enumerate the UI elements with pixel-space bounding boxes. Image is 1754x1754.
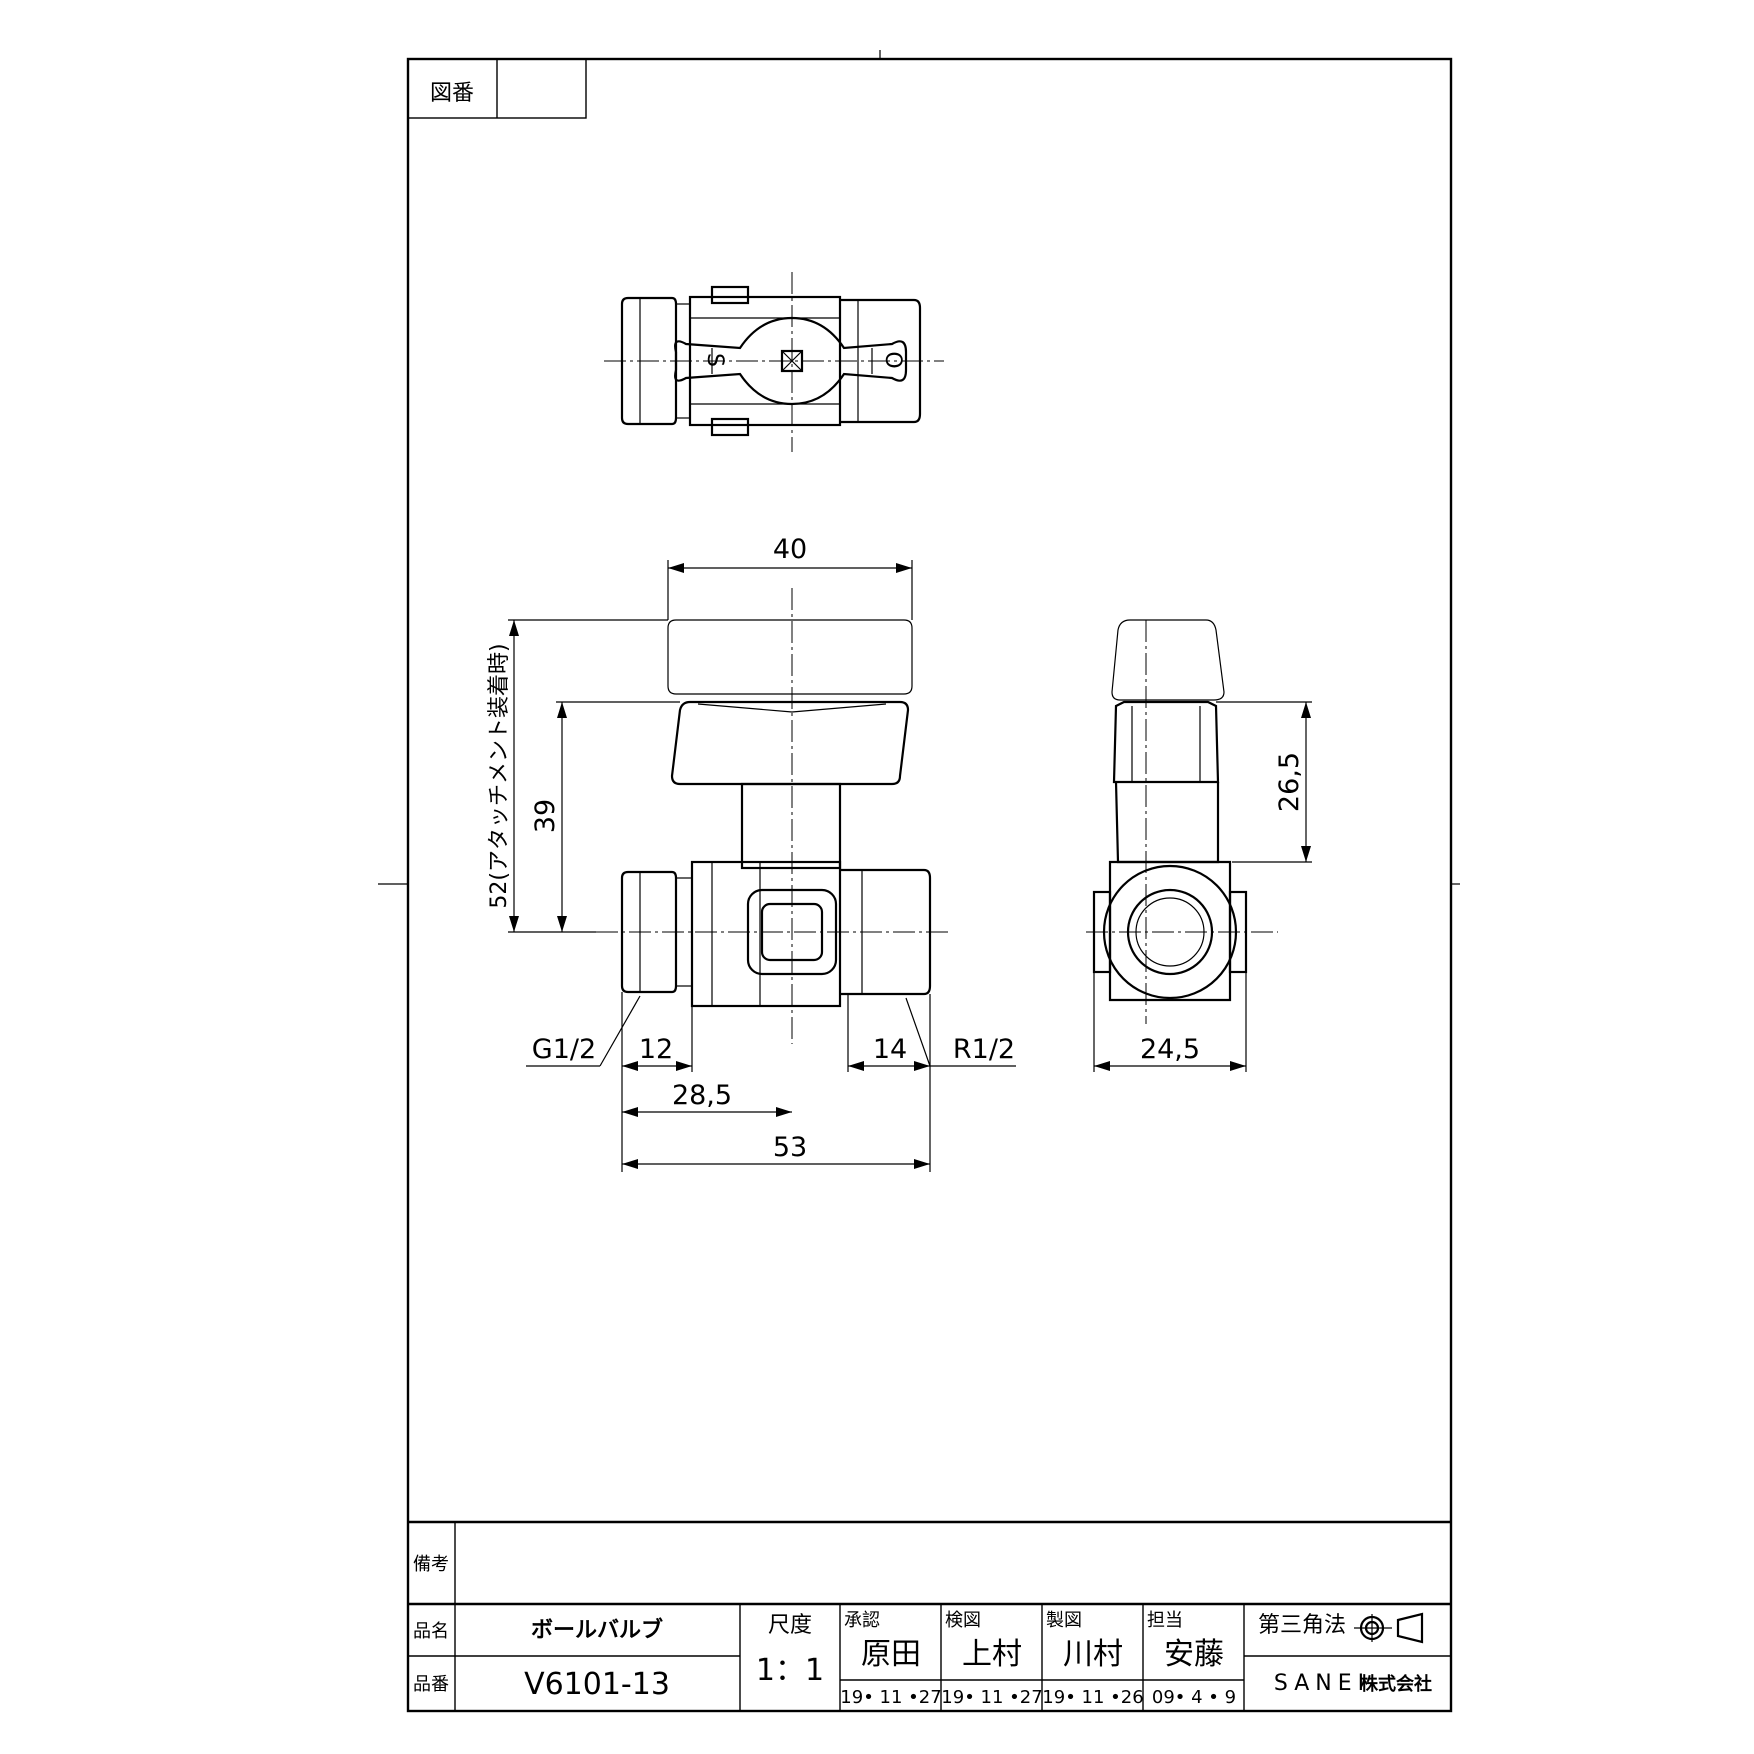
title-block: 備考 品名 ボールバルブ 品番 V6101-13 尺度 1：1 承認 原田 19… — [408, 1520, 1451, 1711]
draft-role: 製図 — [1046, 1610, 1082, 1631]
company-suffix: 株式会社 — [1360, 1673, 1432, 1695]
draft-name: 川村 — [1063, 1637, 1123, 1672]
approval-name: 原田 — [861, 1637, 921, 1672]
scale-value: 1：1 — [756, 1653, 824, 1688]
handle-shut-mark: S — [702, 353, 727, 367]
approval-role: 承認 — [844, 1610, 880, 1631]
dim-left-thread-length: 12 — [639, 1034, 673, 1065]
dim-body-height: 39 — [530, 799, 561, 833]
dim-handle-width: 40 — [773, 534, 807, 565]
dim-side-width: 24,5 — [1140, 1034, 1200, 1065]
dim-left-thread: G1/2 — [532, 1034, 596, 1065]
handle-open-mark: O — [880, 351, 905, 368]
sheet-frame — [378, 50, 1460, 1713]
draft-date: 19• 11 •26 — [1042, 1687, 1143, 1708]
dimension-labels: 40 52(アタッチメント装着時) 39 26,5 G1/2 12 14 R1/… — [487, 534, 1305, 1163]
dim-half-length: 28,5 — [672, 1080, 732, 1111]
owner-date: 09• 4 • 9 — [1152, 1687, 1236, 1708]
dim-overall-length: 53 — [773, 1132, 807, 1163]
top-view: O S — [604, 272, 944, 452]
side-view — [1086, 619, 1278, 1024]
drawing-number-box: 図番 — [407, 58, 587, 119]
projection-label: 第三角法 — [1258, 1613, 1346, 1638]
dimension-lines — [508, 560, 1312, 1172]
remarks-label: 備考 — [413, 1554, 449, 1575]
dim-total-height: 52(アタッチメント装着時) — [487, 643, 512, 908]
dim-side-height: 26,5 — [1274, 752, 1305, 812]
part-value: V6101-13 — [524, 1667, 670, 1702]
third-angle-projection-icon — [1354, 1612, 1424, 1644]
approval-date: 19• 11 •27 — [840, 1687, 941, 1708]
name-label: 品名 — [413, 1621, 449, 1642]
owner-role: 担当 — [1147, 1610, 1183, 1631]
scale-label: 尺度 — [768, 1613, 812, 1638]
name-value: ボールバルブ — [531, 1617, 663, 1643]
company-name: SANEI — [1274, 1671, 1370, 1696]
check-date: 19• 11 •27 — [941, 1687, 1042, 1708]
part-label: 品番 — [413, 1674, 449, 1695]
drawing-number-label: 図番 — [430, 81, 474, 106]
front-view — [596, 588, 952, 1044]
dim-right-thread: R1/2 — [953, 1034, 1015, 1065]
check-name: 上村 — [962, 1637, 1022, 1672]
owner-name: 安藤 — [1164, 1637, 1224, 1672]
check-role: 検図 — [945, 1610, 981, 1631]
dim-right-thread-length: 14 — [873, 1034, 907, 1065]
